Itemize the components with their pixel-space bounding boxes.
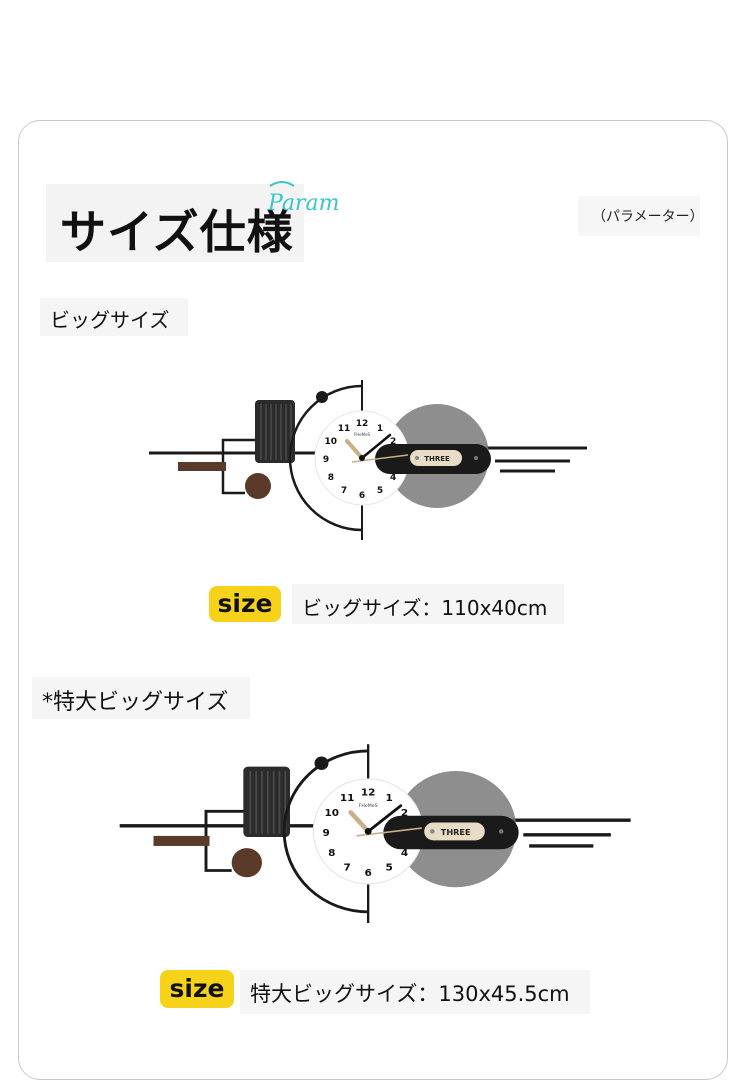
dial-numeral: 1 [377,424,383,434]
dial-numeral: 7 [341,486,347,496]
walnut-bar [153,835,210,846]
parameter-background [578,196,700,236]
dial-numeral: 12 [361,787,376,799]
walnut-disc [245,473,271,499]
script-swash [269,181,295,187]
parameter-label: （パラメーター） [592,209,704,225]
section-label-big: ビッグサイズ [50,308,170,332]
script-text: Param [267,191,339,216]
metal-ring [288,384,363,532]
size-text-background [240,970,590,1014]
ball-finial [316,391,328,403]
clock-image-big: 121234567891011FHeMeSTHREE [149,380,587,540]
section-label-extra-big: *特大ビッグサイズ [42,690,229,715]
plate-rivet [415,456,419,460]
clock-image-extra-big: 121234567891011FHeMeSTHREE [119,744,631,924]
grooved-panel [243,766,290,837]
dial-numeral: 2 [390,437,396,447]
size-text-background [292,584,564,624]
dial-numeral: 11 [340,792,355,804]
dial-numeral: 10 [324,807,339,819]
hour-hand [348,810,371,834]
section-label-background [40,298,188,336]
center-pin [359,455,365,461]
size-badge: size [160,970,234,1008]
center-pin [364,828,372,835]
plate-label: THREE [424,455,450,463]
dial-numeral: 8 [328,847,335,859]
hour-hand [345,439,364,460]
minute-hand [366,804,403,833]
dial-numeral: 9 [323,455,329,465]
plate-label: THREE [441,828,471,837]
metal-ring [282,749,369,914]
size-badge: size [209,586,281,622]
dial-numeral: 9 [323,827,330,839]
minute-hand [360,433,392,460]
dial-numeral: 4 [401,847,408,859]
dial-numeral: 5 [377,486,383,496]
dial-numeral: 5 [386,862,393,874]
name-plate [424,822,485,841]
dial-numeral: 2 [401,807,408,819]
plate-rivet [430,829,435,834]
dial-numeral: 12 [356,419,369,429]
page-title: サイズ仕様 [60,205,294,259]
dial-numeral: 10 [325,437,338,447]
dial-numeral: 8 [328,473,334,483]
dial-brand: FHeMeS [354,432,371,437]
size-text-extra-big: 特大ビッグサイズ：130x45.5cm [250,982,570,1006]
script-decoration: Param [267,181,339,216]
dial-numeral: 1 [386,792,393,804]
ball-finial [314,756,329,770]
size-text-big: ビッグサイズ：110x40cm [302,596,548,620]
grooved-panel [255,400,295,463]
dial-numeral: 4 [390,473,396,483]
arm-rivet [474,456,478,460]
dial-numeral: 7 [344,862,351,874]
arm-rivet [498,829,504,834]
title-background [46,184,304,262]
walnut-bar [178,462,226,471]
dial-brand: FHeMeS [359,803,378,809]
name-plate [410,450,462,466]
dial-numeral: 11 [338,424,351,434]
dial-numeral: 6 [365,867,372,879]
walnut-disc [231,848,262,878]
dial-numeral: 6 [359,491,365,501]
section-label-background [32,677,250,719]
